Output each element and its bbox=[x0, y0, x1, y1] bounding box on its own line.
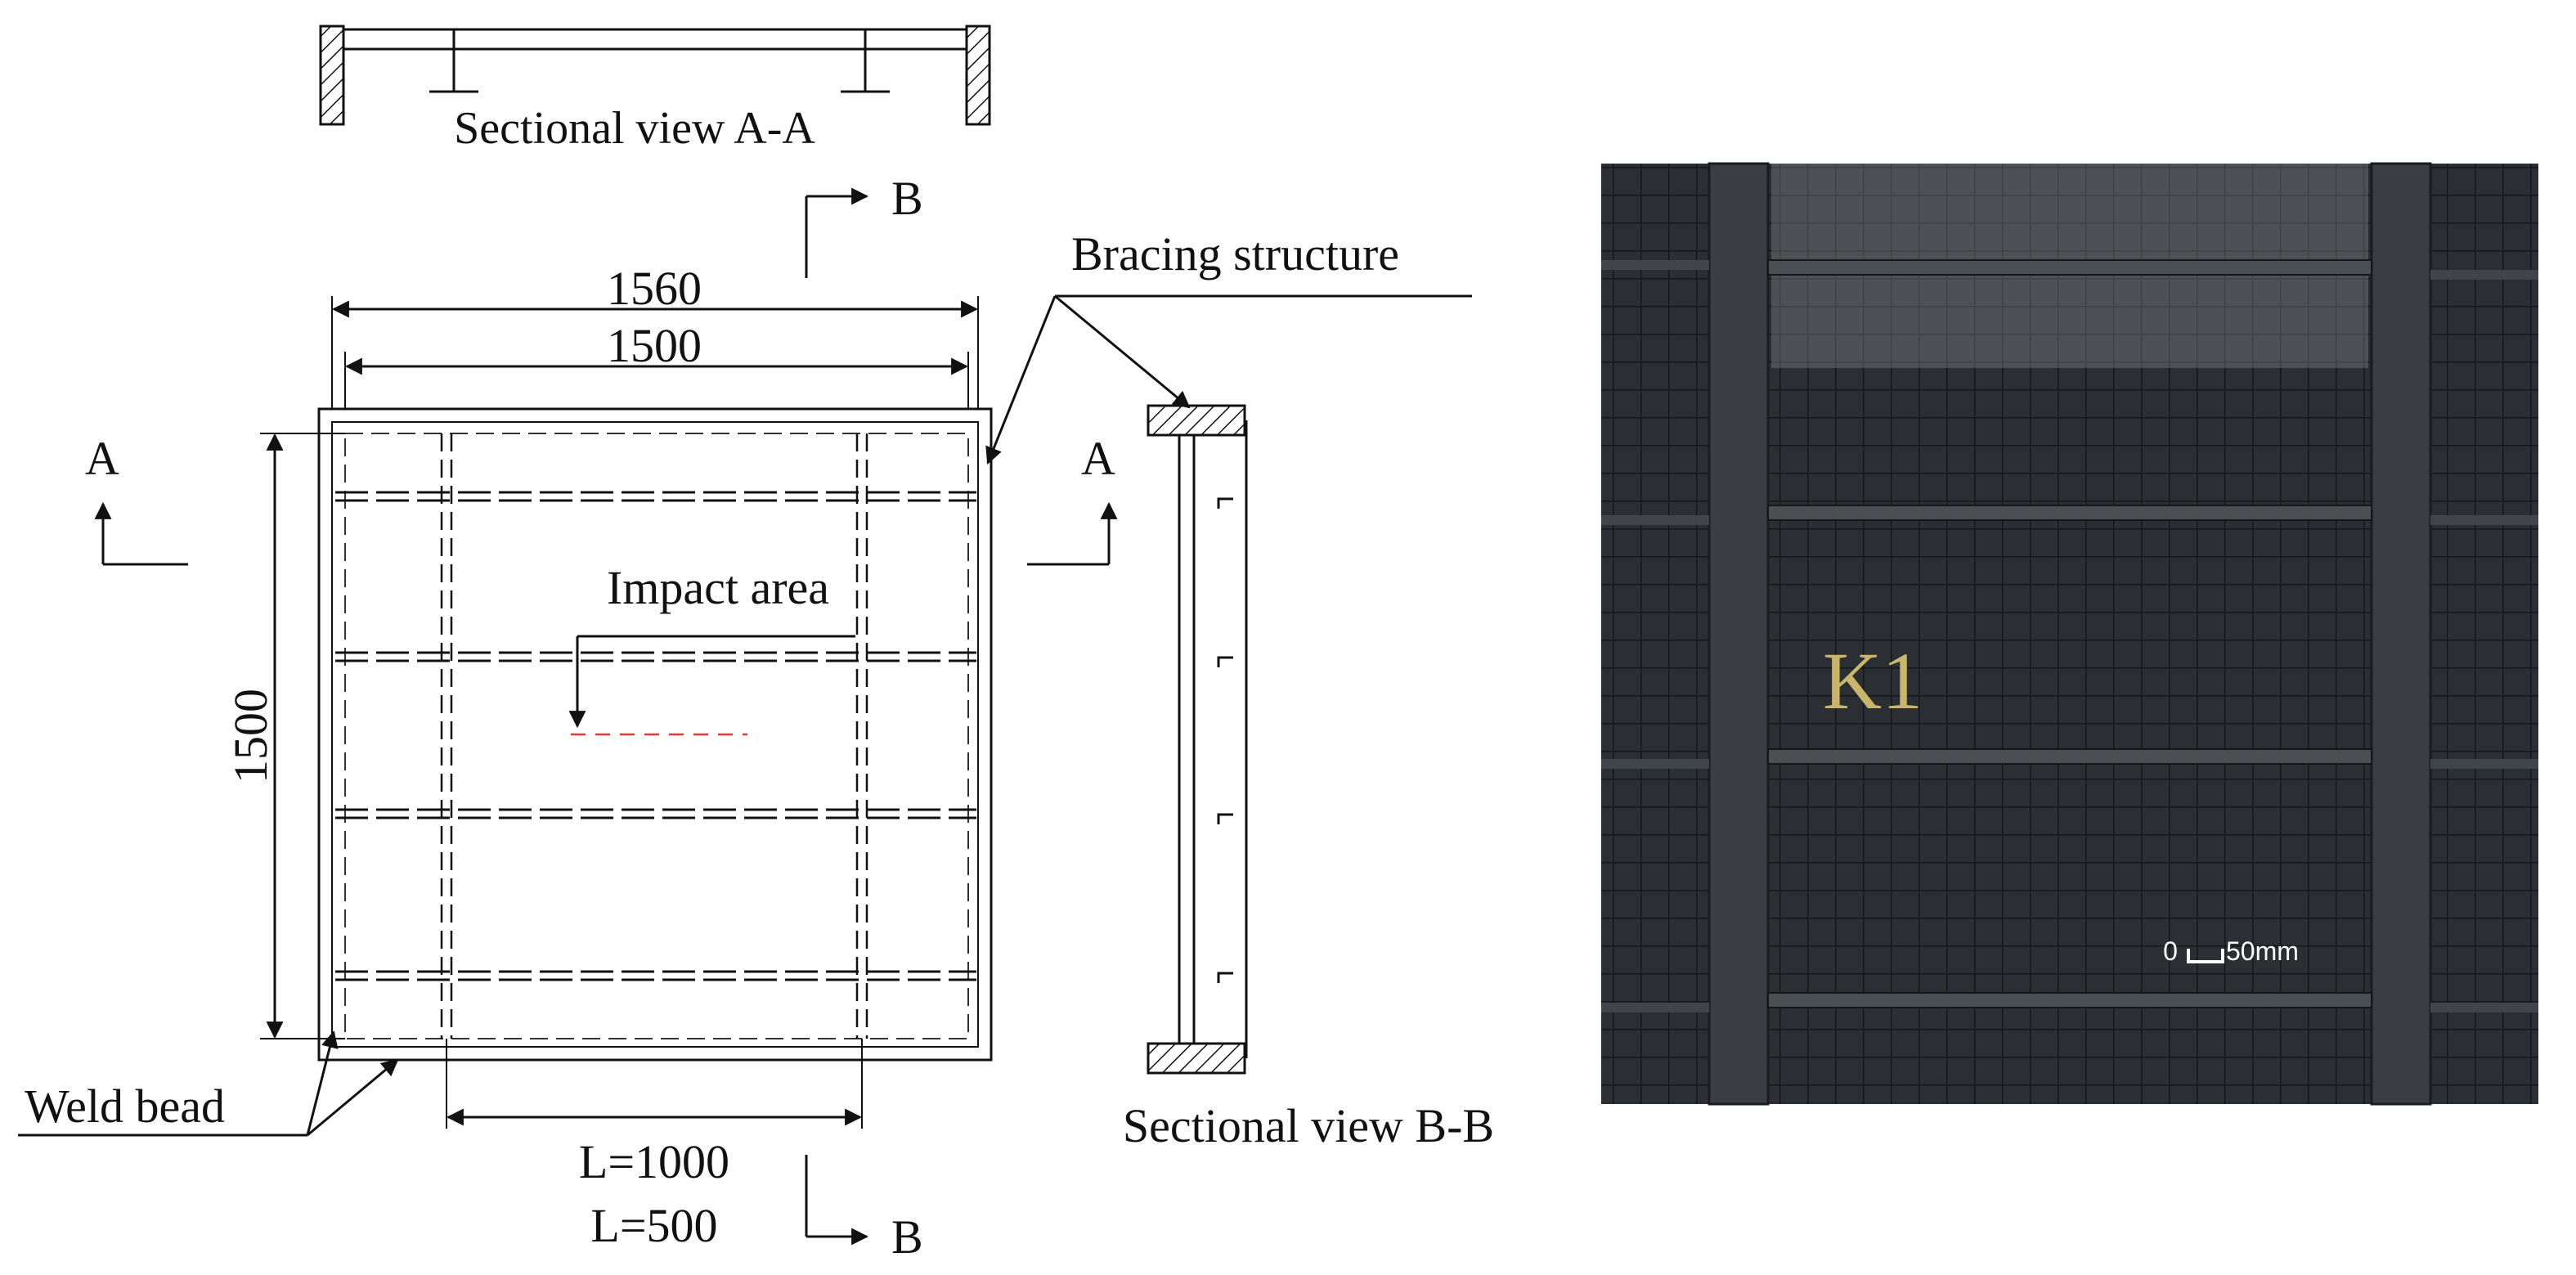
photo-stiffeners bbox=[1601, 259, 2538, 1012]
section-mark-a-right: A bbox=[1027, 432, 1118, 566]
dimension-l: L=1000 L=500 bbox=[446, 1039, 863, 1252]
dimension-height: 1500 bbox=[224, 689, 277, 783]
section-aa-right-support bbox=[965, 25, 991, 126]
plan-view: Impact area bbox=[317, 407, 993, 1062]
bracing-structure-label: Bracing structure bbox=[1071, 227, 1399, 281]
specimen-photo: K1 0 50mm bbox=[1601, 162, 2538, 1106]
scale-bar: 0 50mm bbox=[2163, 936, 2299, 966]
impact-area-label: Impact area bbox=[607, 561, 829, 614]
dimension-1500-horizontal: 1500 bbox=[344, 319, 969, 409]
plan-outer-frame bbox=[317, 407, 993, 1062]
dimension-1500-vertical: 1500 bbox=[224, 433, 345, 1039]
dimension-inner-width: 1500 bbox=[607, 319, 702, 372]
section-aa-left-support bbox=[319, 25, 345, 126]
dimension-outer-width: 1560 bbox=[607, 262, 702, 315]
section-bb-view: Sectional view B-B bbox=[1123, 404, 1494, 1152]
section-b-bottom-letter: B bbox=[891, 1210, 923, 1264]
dimension-1560: 1560 bbox=[331, 262, 979, 409]
section-mark-a-left: A bbox=[85, 432, 188, 566]
section-aa-title: Sectional view A-A bbox=[454, 103, 815, 154]
plan-inner-frame bbox=[331, 421, 979, 1048]
specimen-label: K1 bbox=[1823, 635, 1923, 726]
section-bb-bottom-support bbox=[1147, 1042, 1246, 1075]
weld-bead-callout: Weld bead bbox=[18, 1030, 399, 1137]
weld-bead-label: Weld bead bbox=[25, 1080, 225, 1133]
section-bb-top-support bbox=[1147, 404, 1246, 437]
section-aa-view: Sectional view A-A bbox=[319, 25, 991, 154]
scale-value: 50mm bbox=[2226, 936, 2299, 966]
dimension-l500: L=500 bbox=[590, 1199, 717, 1252]
dimension-l1000: L=1000 bbox=[579, 1135, 729, 1188]
plan-plate-hidden-edge bbox=[344, 433, 969, 1039]
section-b-top-letter: B bbox=[891, 172, 923, 225]
section-bb-title: Sectional view B-B bbox=[1123, 1099, 1494, 1152]
photo-column-left bbox=[1708, 162, 1770, 1106]
photo-column-right bbox=[2370, 162, 2432, 1106]
section-mark-b-bottom: B bbox=[805, 1155, 923, 1264]
section-a-left-letter: A bbox=[85, 432, 119, 485]
section-bb-stiffeners bbox=[1217, 497, 1233, 983]
section-mark-b-top: B bbox=[805, 172, 923, 278]
bracing-callout: Bracing structure bbox=[985, 227, 1472, 465]
section-a-right-letter: A bbox=[1081, 432, 1115, 485]
plan-horizontal-stiffeners bbox=[335, 491, 976, 981]
scale-zero: 0 bbox=[2163, 936, 2178, 966]
